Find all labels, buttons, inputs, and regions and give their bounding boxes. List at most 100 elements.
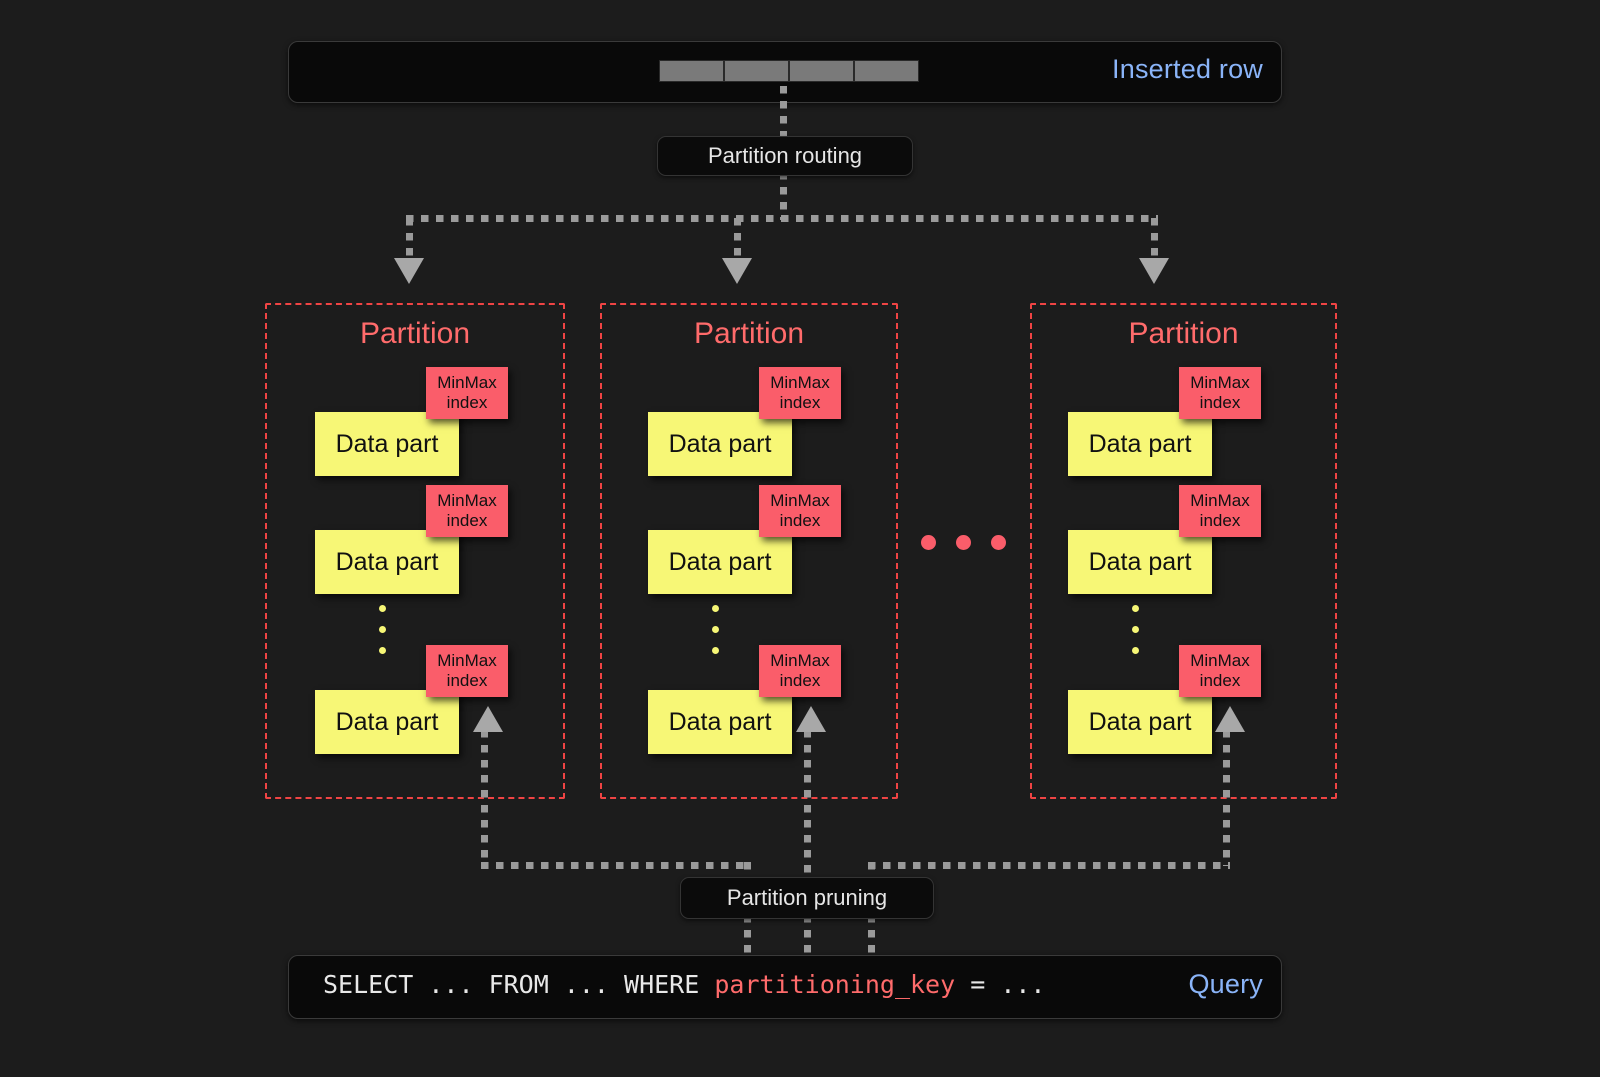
data-part-row: MinMax index Data part [267, 485, 563, 595]
ellipsis-dot [991, 535, 1006, 550]
partition-box-2: Partition MinMax index Data part MinMax … [600, 303, 898, 799]
minmax-index-line2: index [446, 671, 488, 690]
data-part-row: MinMax index Data part [1032, 645, 1335, 755]
minmax-index-line2: index [779, 671, 821, 690]
connector-prune-partition-3-horizontal [868, 862, 1230, 869]
connector-prune-partition-1-vertical [481, 730, 488, 866]
minmax-index-box: MinMax index [426, 645, 508, 697]
data-part-label: Data part [1088, 707, 1192, 736]
connector-prune-partition-2-vertical [804, 730, 811, 888]
arrowhead-prune-partition-1 [473, 706, 503, 732]
partition-title-1: Partition [359, 317, 471, 350]
partition-routing-label: Partition routing [707, 143, 863, 168]
minmax-index-box: MinMax index [759, 485, 841, 537]
data-part-label: Data part [335, 707, 439, 736]
connector-prune-partition-3-vertical [1223, 730, 1230, 866]
arrowhead-prune-partition-3 [1215, 706, 1245, 732]
connector-row-to-routing [780, 86, 787, 144]
sql-suffix: = ... [955, 970, 1046, 999]
data-part-box: Data part [315, 412, 459, 476]
row-cell [659, 60, 724, 82]
partition-pruning-label: Partition pruning [726, 885, 888, 910]
ellipsis-dot [956, 535, 971, 550]
minmax-index-box: MinMax index [1179, 367, 1261, 419]
data-part-box: Data part [1068, 690, 1212, 754]
sql-query-text: SELECT ... FROM ... WHERE partitioning_k… [323, 970, 1045, 999]
ellipsis-dot [379, 647, 386, 654]
ellipsis-dot [1132, 647, 1139, 654]
sql-prefix: SELECT ... FROM ... WHERE [323, 970, 715, 999]
data-part-row: MinMax index Data part [267, 645, 563, 755]
minmax-index-line2: index [1199, 671, 1241, 690]
minmax-index-line2: index [779, 511, 821, 530]
data-part-label: Data part [668, 429, 772, 458]
row-cell [724, 60, 789, 82]
routing-bus [406, 215, 1158, 222]
data-part-box: Data part [315, 690, 459, 754]
minmax-index-line2: index [446, 393, 488, 412]
minmax-index-line2: index [1199, 393, 1241, 412]
connector-routing-to-bus [780, 172, 787, 220]
partition-title-3: Partition [1128, 317, 1239, 350]
between-partitions-ellipsis [921, 535, 1006, 550]
ellipsis-dot [712, 647, 719, 654]
row-cell [854, 60, 919, 82]
data-part-label: Data part [668, 707, 772, 736]
data-part-row: MinMax index Data part [267, 367, 563, 477]
ellipsis-dot [379, 605, 386, 612]
connector-bus-to-partition-3 [1151, 218, 1158, 262]
arrowhead-partition-1 [394, 258, 424, 284]
minmax-index-line1: MinMax [437, 651, 497, 671]
data-part-label: Data part [335, 429, 439, 458]
data-part-box: Data part [1068, 412, 1212, 476]
arrowhead-partition-2 [722, 258, 752, 284]
sql-partitioning-key: partitioning_key [714, 970, 956, 999]
data-part-row: MinMax index Data part [602, 485, 896, 595]
data-part-box: Data part [1068, 530, 1212, 594]
data-part-box: Data part [648, 530, 792, 594]
ellipsis-dot [1132, 605, 1139, 612]
arrowhead-partition-3 [1139, 258, 1169, 284]
partition-routing-pill[interactable]: Partition routing [657, 136, 913, 176]
connector-prune-partition-3-to-pill [868, 862, 875, 888]
minmax-index-box: MinMax index [759, 645, 841, 697]
minmax-index-line1: MinMax [1190, 491, 1250, 511]
data-part-label: Data part [1088, 429, 1192, 458]
partition-box-3: Partition MinMax index Data part MinMax … [1030, 303, 1337, 799]
data-part-label: Data part [1088, 547, 1192, 576]
connector-bus-to-partition-1 [406, 218, 413, 262]
partition-title-2: Partition [693, 317, 805, 350]
query-bar: SELECT ... FROM ... WHERE partitioning_k… [288, 955, 1282, 1019]
vertical-ellipsis-dots [712, 605, 719, 654]
data-part-box: Data part [315, 530, 459, 594]
minmax-index-line1: MinMax [770, 491, 830, 511]
data-part-box: Data part [648, 412, 792, 476]
connector-prune-partition-1-to-pill [744, 862, 751, 888]
minmax-index-line2: index [1199, 511, 1241, 530]
inserted-row-label: Inserted row [1112, 54, 1263, 84]
minmax-index-box: MinMax index [426, 367, 508, 419]
vertical-ellipsis-dots [379, 605, 386, 654]
data-part-row: MinMax index Data part [1032, 367, 1335, 477]
minmax-index-line1: MinMax [1190, 373, 1250, 393]
partition-box-1: Partition MinMax index Data part MinMax … [265, 303, 565, 799]
minmax-index-line1: MinMax [770, 373, 830, 393]
data-part-row: MinMax index Data part [602, 367, 896, 477]
connector-pruning-to-query-2 [804, 915, 811, 957]
minmax-index-line1: MinMax [770, 651, 830, 671]
row-cell [789, 60, 854, 82]
data-part-row: MinMax index Data part [1032, 485, 1335, 595]
connector-prune-partition-1-horizontal [481, 862, 751, 869]
partition-pruning-pill[interactable]: Partition pruning [680, 877, 934, 919]
minmax-index-line1: MinMax [437, 491, 497, 511]
minmax-index-box: MinMax index [426, 485, 508, 537]
ellipsis-dot [712, 626, 719, 633]
data-part-label: Data part [668, 547, 772, 576]
minmax-index-box: MinMax index [1179, 485, 1261, 537]
connector-pruning-to-query-1 [744, 915, 751, 957]
ellipsis-dot [1132, 626, 1139, 633]
data-part-box: Data part [648, 690, 792, 754]
data-part-label: Data part [335, 547, 439, 576]
inserted-row-cells [659, 60, 919, 82]
